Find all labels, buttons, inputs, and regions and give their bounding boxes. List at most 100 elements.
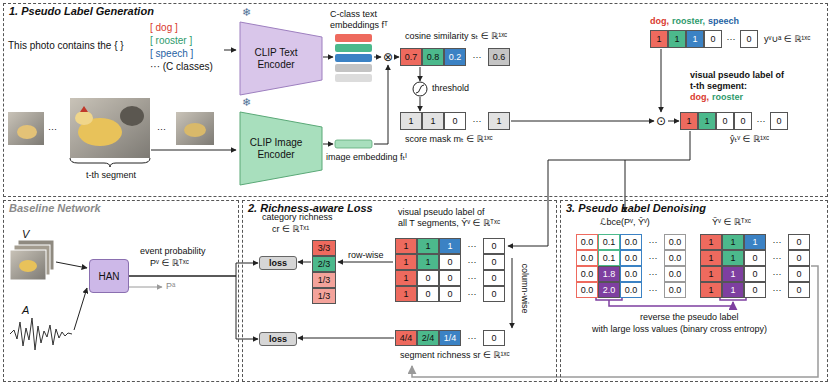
matrix-cell: ··· bbox=[461, 254, 483, 270]
frozen-icon: ❄ bbox=[242, 96, 251, 109]
matrix-cell: 1 bbox=[417, 238, 439, 254]
matrix-cell: 1 bbox=[686, 30, 704, 48]
text-label: Pᵃ bbox=[166, 281, 175, 292]
matrix-cell: 0 bbox=[439, 270, 461, 286]
matrix-cell: ··· bbox=[466, 48, 488, 66]
box-label: loss bbox=[269, 334, 287, 345]
drawn-ellipse bbox=[120, 106, 144, 126]
frozen-icon: ❄ bbox=[242, 6, 251, 19]
text-label: embeddings fᵀ bbox=[330, 20, 388, 31]
matrix-cell: 0 bbox=[744, 266, 766, 282]
matrix-cell: 1/3 bbox=[312, 288, 336, 304]
matrix-cell: ··· bbox=[642, 266, 664, 282]
arrow-line bbox=[338, 262, 393, 263]
matrix-cell: 0.1 bbox=[598, 250, 620, 266]
drawn-rect bbox=[10, 250, 46, 280]
text-label: rooster bbox=[712, 92, 743, 103]
matrix-cell: 1 bbox=[700, 282, 722, 298]
matrix-cell: 1 bbox=[700, 250, 722, 266]
drawn-rect bbox=[335, 44, 372, 52]
text-label: ℒbce(Pᵛ, Ŷᵛ) bbox=[600, 217, 650, 228]
matrix-cell: 0.0 bbox=[576, 250, 598, 266]
text-label: with large loss values (binary cross ent… bbox=[592, 324, 767, 335]
matrix-cell: 0 bbox=[483, 270, 505, 286]
text-label: dog, bbox=[650, 16, 669, 27]
text-label: [ dog ] bbox=[150, 22, 178, 34]
matrix-cell: 0 bbox=[788, 266, 810, 282]
matrix-cell: 0 bbox=[417, 270, 439, 286]
arrow-line bbox=[394, 57, 399, 58]
drawn-ellipse bbox=[184, 123, 206, 137]
matrix-cell: 1 bbox=[395, 238, 417, 254]
matrix-cell: 0.0 bbox=[664, 250, 686, 266]
box-label: loss bbox=[269, 258, 287, 269]
text-label: rooster, bbox=[672, 16, 705, 27]
arrow-line bbox=[420, 67, 421, 81]
matrix-cell: 1/3 bbox=[312, 272, 336, 288]
panel-title: Baseline Network bbox=[9, 202, 101, 215]
matrix-cell: 0.0 bbox=[664, 282, 686, 298]
text-label: cosine similarity sₜ ∈ ℝ¹ˣᶜ bbox=[405, 31, 507, 42]
matrix-cell: 1 bbox=[722, 234, 744, 250]
panel-title: 1. Pseudo Label Generation bbox=[9, 5, 154, 18]
matrix-cell: ··· bbox=[642, 282, 664, 298]
matrix-cell: ··· bbox=[752, 112, 770, 130]
drawn-ellipse bbox=[19, 260, 37, 272]
text-label: column-wise bbox=[518, 263, 529, 313]
text-label: visual pseudo label of bbox=[690, 70, 784, 81]
text-label: event probability bbox=[140, 246, 206, 257]
text-label: all T segments, Ŷᵛ ∈ ℝᵀˣᶜ bbox=[398, 218, 500, 229]
text-label: t-th segment bbox=[86, 170, 136, 181]
encoder-trapezoid: CLIP Text Encoder bbox=[239, 21, 323, 96]
text-label: C-class text bbox=[330, 9, 377, 20]
drawn-rect bbox=[335, 54, 372, 62]
arrow-line bbox=[129, 287, 162, 288]
arrow-line bbox=[56, 262, 87, 268]
matrix-cell: ··· bbox=[461, 330, 483, 346]
matrix-cell: ··· bbox=[766, 282, 788, 298]
matrix-cell: 0.0 bbox=[620, 282, 642, 298]
arrow-line bbox=[74, 288, 87, 330]
matrix-cell: ··· bbox=[461, 238, 483, 254]
matrix-cell: 1 bbox=[698, 112, 716, 130]
matrix-cell: 1/4 bbox=[439, 330, 461, 346]
matrix-cell: 1 bbox=[722, 266, 744, 282]
text-label: [ rooster ] bbox=[150, 35, 192, 47]
trapezoid-shape bbox=[240, 22, 322, 95]
matrix-cell: 1 bbox=[680, 112, 698, 130]
encoder-trapezoid: CLIP Image Encoder bbox=[239, 111, 323, 186]
matrix-cell: 1 bbox=[400, 112, 422, 130]
matrix-cell: 2/4 bbox=[417, 330, 439, 346]
arrow-line bbox=[298, 338, 394, 339]
drawn-path bbox=[374, 65, 388, 144]
drawn-rect bbox=[335, 74, 372, 82]
network-box: HAN bbox=[89, 259, 129, 293]
text-label: speech bbox=[708, 16, 739, 27]
drawn-rect bbox=[720, 264, 746, 300]
matrix-cell: 1 bbox=[422, 112, 444, 130]
drawn-rect bbox=[335, 34, 372, 42]
drawn-rect bbox=[176, 112, 214, 145]
matrix-cell: 0 bbox=[744, 250, 766, 266]
matrix-cell: 0.8 bbox=[422, 48, 444, 66]
operator-symbol: ⊗ bbox=[383, 50, 393, 64]
drawn-rect bbox=[335, 64, 372, 72]
matrix-cell: 0 bbox=[770, 112, 788, 130]
text-label: category richness bbox=[262, 212, 333, 223]
matrix-cell: 0 bbox=[439, 286, 461, 302]
matrix-cell: 0.1 bbox=[598, 234, 620, 250]
matrix-cell: 0 bbox=[740, 30, 758, 48]
matrix-cell: 1 bbox=[395, 270, 417, 286]
matrix-cell: 0.0 bbox=[576, 266, 598, 282]
video-frames bbox=[8, 98, 214, 158]
matrix-cell: 0.0 bbox=[620, 266, 642, 282]
arrow-line bbox=[151, 150, 236, 151]
video-stack bbox=[10, 240, 54, 280]
matrix-cell: ··· bbox=[461, 286, 483, 302]
text-label: This photo contains the { } bbox=[8, 40, 124, 52]
text-label: reverse the pseudo label bbox=[640, 312, 739, 323]
text-label: row-wise bbox=[348, 250, 384, 261]
drawn-path bbox=[609, 300, 733, 306]
threshold-symbol bbox=[413, 82, 427, 96]
matrix-cell: 1 bbox=[722, 282, 744, 298]
